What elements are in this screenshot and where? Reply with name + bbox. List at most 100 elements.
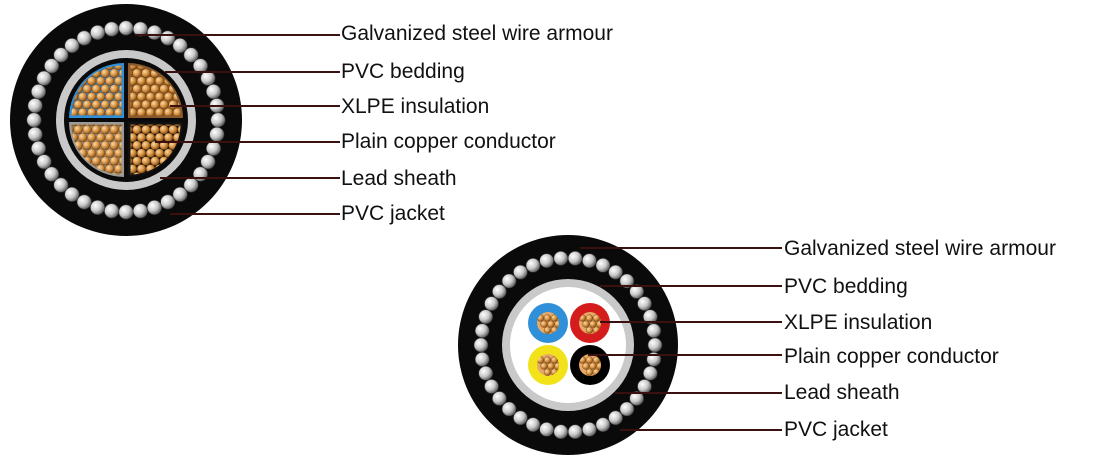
armour-wire xyxy=(553,250,569,266)
copper-strand xyxy=(159,84,169,94)
armour-wire xyxy=(484,296,499,311)
copper-strand xyxy=(100,68,110,78)
copper-strand xyxy=(118,84,122,94)
copper-strand xyxy=(145,107,156,116)
copper-strand xyxy=(130,140,133,150)
d2-label-bedding: PVC bedding xyxy=(784,275,908,298)
copper-strand xyxy=(114,164,122,174)
copper-strand xyxy=(114,92,122,102)
armour-wire xyxy=(474,323,490,338)
copper-strand xyxy=(136,148,147,158)
copper-strand xyxy=(91,156,101,166)
copper-strand xyxy=(100,156,110,166)
copper-strand xyxy=(150,84,160,94)
armour-wire xyxy=(118,20,134,36)
armour-wire xyxy=(172,38,188,54)
armour-wire xyxy=(36,70,52,86)
armour-wire xyxy=(525,417,541,432)
copper-strand xyxy=(543,326,552,334)
d1-label-insulation: XLPE insulation xyxy=(341,95,490,118)
copper-strand xyxy=(96,76,106,86)
copper-strand xyxy=(109,140,119,150)
armour-wire xyxy=(474,352,490,367)
armour-wire xyxy=(192,58,208,74)
d1-label-conductor: Plain copper conductor xyxy=(341,130,556,153)
copper-strand xyxy=(96,132,106,143)
armour-wire xyxy=(27,98,43,114)
armour-wire xyxy=(206,140,222,156)
copper-strand xyxy=(114,148,122,158)
copper-strand xyxy=(141,140,151,150)
armour-wire xyxy=(608,410,623,426)
copper-strand xyxy=(118,99,122,110)
armour-wire xyxy=(513,410,528,426)
copper-strand xyxy=(585,368,594,376)
d2-label-armour: Galvanized steel wire armour xyxy=(784,237,1056,260)
copper-strand xyxy=(105,76,115,86)
copper-strand xyxy=(585,326,594,334)
armour-wire xyxy=(104,21,120,37)
copper-strand xyxy=(96,92,106,102)
inner-bedding xyxy=(64,58,188,182)
copper-strand xyxy=(91,140,101,150)
armour-wire xyxy=(567,250,583,266)
copper-strand xyxy=(145,124,156,127)
armour-wire xyxy=(146,24,162,40)
d2-label-jacket: PVC jacket xyxy=(784,418,888,441)
armour-wire xyxy=(209,126,225,142)
copper-strand xyxy=(82,84,92,94)
copper-strand xyxy=(589,320,597,328)
copper-strand xyxy=(109,125,119,135)
copper-strand xyxy=(82,99,92,110)
armour-wire xyxy=(629,391,644,406)
copper-strand xyxy=(91,125,101,135)
copper-strand xyxy=(585,314,594,322)
armour-wire xyxy=(146,200,162,216)
copper-strand xyxy=(82,140,92,150)
copper-strand xyxy=(554,362,559,370)
armour-wire-ring xyxy=(26,20,226,220)
armour-wire xyxy=(646,323,662,338)
copper-strand xyxy=(172,107,181,116)
armour-wire xyxy=(76,194,92,210)
armour-wire xyxy=(478,309,494,325)
copper-strand xyxy=(100,84,110,94)
armour-wire xyxy=(539,253,554,268)
armour-wire xyxy=(637,296,652,311)
armour-wire xyxy=(619,401,635,417)
copper-strand xyxy=(132,140,142,150)
copper-strand xyxy=(141,125,151,135)
copper-strand xyxy=(145,132,156,143)
copper-strand xyxy=(118,68,122,78)
copper-strand xyxy=(585,356,594,364)
copper-strand xyxy=(100,125,110,135)
copper-strand xyxy=(130,65,138,70)
armour-wire xyxy=(647,337,663,353)
copper-strand xyxy=(543,314,552,322)
armour-wire xyxy=(629,284,644,299)
armour-wire xyxy=(30,84,46,100)
copper-strand xyxy=(78,132,88,143)
armour-wire xyxy=(160,30,176,46)
armour-wire xyxy=(104,203,120,219)
armour-wire xyxy=(492,391,507,406)
armour-wire xyxy=(210,112,226,128)
copper-strand xyxy=(87,124,97,127)
copper-strand xyxy=(132,99,142,110)
copper-strand xyxy=(105,124,115,127)
copper-strand xyxy=(145,92,156,102)
armour-wire xyxy=(595,258,611,273)
copper-strand xyxy=(71,107,79,116)
armour-wire xyxy=(200,70,216,86)
copper-strand xyxy=(87,92,97,102)
armour-wire xyxy=(160,194,176,210)
armour-wire xyxy=(492,284,507,299)
copper-strand xyxy=(596,362,601,370)
copper-strand xyxy=(114,65,122,70)
copper-strand xyxy=(118,156,122,166)
copper-strand xyxy=(136,132,147,143)
copper-strand xyxy=(168,99,178,110)
copper-strand xyxy=(130,84,133,94)
copper-strand xyxy=(540,362,548,370)
armour-wire xyxy=(44,166,60,182)
